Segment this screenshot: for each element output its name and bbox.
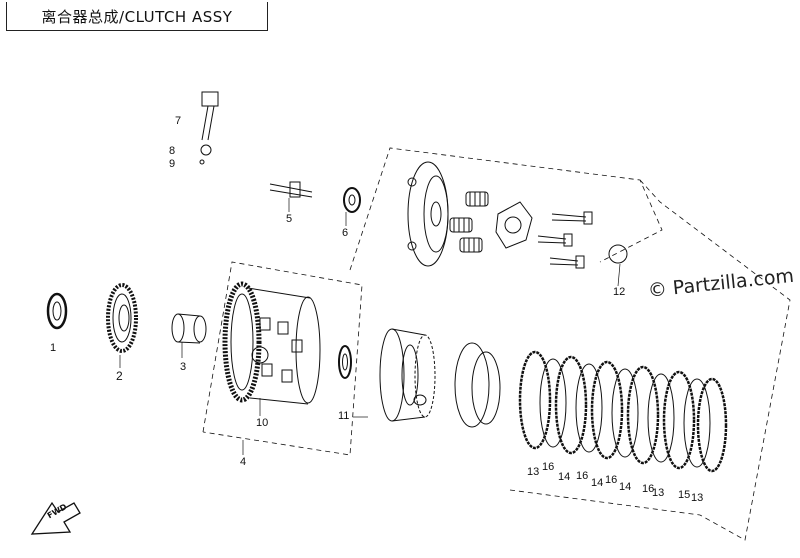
part-clutch-plate-stack xyxy=(518,350,728,473)
part-clutch-bolts xyxy=(537,211,593,269)
callout-6: 6 xyxy=(342,227,349,239)
part-5-push-rod xyxy=(269,181,313,198)
callout-9: 9 xyxy=(169,158,176,170)
callout-3: 3 xyxy=(180,361,187,373)
callout-11: 11 xyxy=(338,410,350,422)
part-7-release-lever xyxy=(199,91,219,165)
part-spring-retainer-plate xyxy=(495,201,533,249)
part-12-circlip xyxy=(608,244,628,264)
diagram-title: 离合器总成/CLUTCH ASSY xyxy=(6,2,268,31)
callout-13-b: 13 xyxy=(652,487,665,499)
callout-10: 10 xyxy=(256,417,269,429)
callout-1: 1 xyxy=(50,342,57,354)
part-washer-spacer xyxy=(338,345,352,379)
callout-4: 4 xyxy=(240,456,247,468)
callout-16-c: 16 xyxy=(605,474,618,486)
callout-13-c: 13 xyxy=(691,492,704,504)
callout-5: 5 xyxy=(286,213,293,225)
callout-13-a: 13 xyxy=(527,466,540,478)
callout-14-a: 14 xyxy=(558,471,571,483)
assembly-outline-pressure-plate xyxy=(349,147,791,541)
callout-15: 15 xyxy=(678,489,691,501)
callout-16-b: 16 xyxy=(576,470,589,482)
part-6-bearing xyxy=(343,187,361,213)
leader-lines xyxy=(119,198,621,455)
part-10-clutch-housing xyxy=(222,281,321,405)
callout-2: 2 xyxy=(116,369,123,383)
callout-16-a: 16 xyxy=(542,461,555,473)
callout-16-d: 16 xyxy=(642,483,655,495)
part-1-thrust-washer xyxy=(46,292,68,330)
part-11-clutch-hub xyxy=(379,328,436,422)
callout-7: 7 xyxy=(175,115,182,127)
callout-12: 12 xyxy=(613,286,626,298)
callout-14-b: 14 xyxy=(591,477,604,489)
part-pressure-plate xyxy=(407,161,449,267)
part-2-driven-gear xyxy=(106,283,138,353)
part-clutch-springs xyxy=(449,191,489,253)
assembly-outline-clutch-housing xyxy=(202,261,363,456)
callout-8: 8 xyxy=(169,145,176,157)
callout-14-c: 14 xyxy=(619,481,632,493)
part-oring-pair xyxy=(454,342,501,428)
